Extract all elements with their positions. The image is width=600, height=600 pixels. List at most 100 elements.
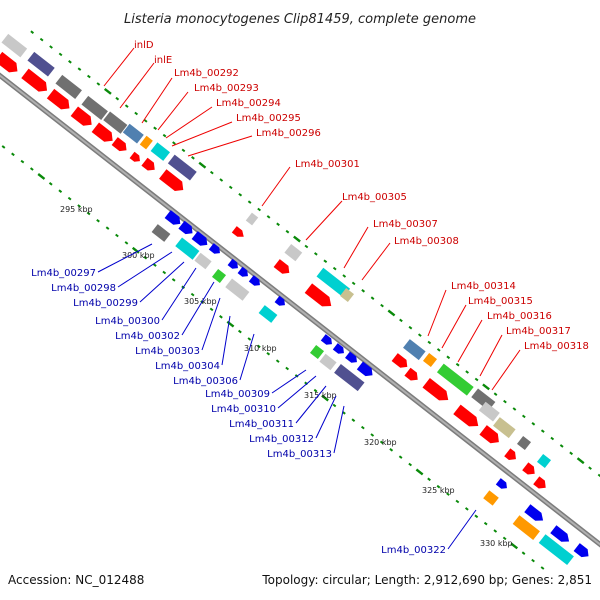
- minor-tick: [124, 241, 129, 245]
- minor-tick: [48, 182, 53, 186]
- gene-label-lm4b-00294: Lm4b_00294: [216, 98, 281, 109]
- gene-label-lm4b-00315: Lm4b_00315: [468, 296, 533, 307]
- minor-tick: [512, 407, 517, 411]
- minor-tick: [332, 266, 337, 271]
- minor-tick: [209, 307, 214, 312]
- scale-label: 315 kbp: [304, 391, 337, 400]
- forward-label-leaders: [103, 47, 521, 391]
- minor-tick: [275, 359, 280, 363]
- gene-label-lm4b-00311: Lm4b_00311: [229, 419, 294, 430]
- gene-label-lm4b-00300: Lm4b_00300: [95, 316, 160, 327]
- major-tick: [415, 468, 424, 476]
- minor-tick: [408, 462, 413, 467]
- minor-tick: [219, 315, 223, 319]
- minor-tick: [49, 45, 53, 49]
- gene-label-lm4b-00296: Lm4b_00296: [256, 128, 321, 139]
- minor-tick: [172, 141, 176, 145]
- minor-tick: [29, 167, 34, 171]
- minor-tick: [370, 296, 375, 300]
- minor-tick: [465, 370, 470, 374]
- minor-tick: [58, 52, 63, 57]
- gene-label-lm4b-00318: Lm4b_00318: [524, 341, 589, 352]
- minor-tick: [247, 200, 252, 204]
- gene-label-lm4b-00298: Lm4b_00298: [51, 283, 116, 294]
- minor-tick: [370, 433, 375, 437]
- minor-tick: [332, 403, 337, 408]
- gene-label-lm4b-00308: Lm4b_00308: [394, 236, 459, 247]
- minor-tick: [398, 455, 403, 459]
- scale-label: 300 kbp: [122, 251, 155, 260]
- minor-tick: [134, 111, 139, 116]
- minor-tick: [191, 156, 195, 160]
- minor-tick: [351, 281, 356, 286]
- gene-label-lm4b-00314: Lm4b_00314: [451, 281, 516, 292]
- minor-tick: [266, 352, 271, 356]
- minor-tick: [68, 60, 72, 64]
- minor-tick: [30, 30, 35, 34]
- minor-tick: [474, 514, 479, 519]
- forward-strand-inner-genes: [0, 51, 546, 489]
- gene-label-lm4b-00295: Lm4b_00295: [236, 113, 301, 124]
- major-tick: [510, 542, 519, 550]
- minor-tick: [455, 499, 460, 504]
- minor-tick: [285, 366, 290, 371]
- minor-tick: [87, 74, 91, 79]
- major-tick: [103, 87, 112, 95]
- minor-tick: [399, 318, 403, 323]
- genome-backbone: [0, 72, 600, 548]
- gene-label-lm4b-00299: Lm4b_00299: [73, 298, 138, 309]
- gene-label-lm4b-00293: Lm4b_00293: [194, 83, 259, 94]
- gene-label-inlE: inlE: [154, 55, 172, 66]
- major-tick: [576, 457, 585, 465]
- minor-tick: [190, 292, 195, 297]
- minor-tick: [162, 270, 167, 275]
- minor-tick: [219, 178, 224, 182]
- minor-tick: [152, 263, 157, 267]
- minor-tick: [77, 67, 82, 71]
- gene-label-lm4b-00313: Lm4b_00313: [267, 449, 332, 460]
- minor-tick: [285, 229, 290, 234]
- gene-label-lm4b-00304: Lm4b_00304: [155, 361, 220, 372]
- minor-tick: [266, 215, 271, 219]
- gene-label-lm4b-00307: Lm4b_00307: [373, 219, 438, 230]
- minor-tick: [379, 440, 384, 445]
- minor-tick: [540, 429, 545, 433]
- major-tick: [131, 246, 140, 254]
- minor-tick: [238, 192, 243, 197]
- scale-labels: 295 kbp 300 kbp 305 kbp 310 kbp 315 kbp …: [60, 205, 513, 548]
- minor-tick: [237, 329, 242, 334]
- minor-tick: [540, 566, 545, 570]
- minor-tick: [96, 82, 101, 86]
- minor-tick: [531, 422, 536, 426]
- scale-label: 295 kbp: [60, 205, 93, 214]
- minor-tick: [143, 119, 148, 123]
- minor-tick: [351, 418, 356, 422]
- minor-tick: [11, 152, 15, 157]
- scale-label: 310 kbp: [244, 344, 277, 353]
- minor-tick: [380, 303, 384, 308]
- minor-tick: [181, 148, 186, 153]
- major-tick: [482, 383, 490, 391]
- scale-label: 320 kbp: [364, 438, 397, 447]
- minor-tick: [360, 425, 365, 430]
- minor-tick: [455, 362, 460, 367]
- minor-tick: [124, 104, 129, 108]
- reverse-strand-inner-genes: [151, 224, 574, 566]
- accession-label: Accession: NC_012488: [8, 573, 144, 587]
- major-tick: [293, 235, 301, 243]
- minor-tick: [427, 477, 431, 482]
- minor-tick: [171, 278, 176, 282]
- map-title: Listeria monocytogenes Clip81459, comple…: [124, 12, 476, 27]
- minor-tick: [304, 244, 309, 249]
- minor-tick: [521, 414, 526, 419]
- minor-tick: [493, 392, 498, 396]
- scale-label: 325 kbp: [422, 486, 455, 495]
- minor-tick: [67, 196, 72, 201]
- minor-tick: [96, 219, 100, 223]
- minor-tick: [77, 204, 82, 208]
- minor-tick: [247, 337, 252, 341]
- minor-tick: [361, 289, 366, 293]
- minor-tick: [408, 325, 413, 330]
- topology-label: Topology: circular; Length: 2,912,690 bp…: [261, 573, 592, 587]
- gene-label-lm4b-00309: Lm4b_00309: [205, 389, 270, 400]
